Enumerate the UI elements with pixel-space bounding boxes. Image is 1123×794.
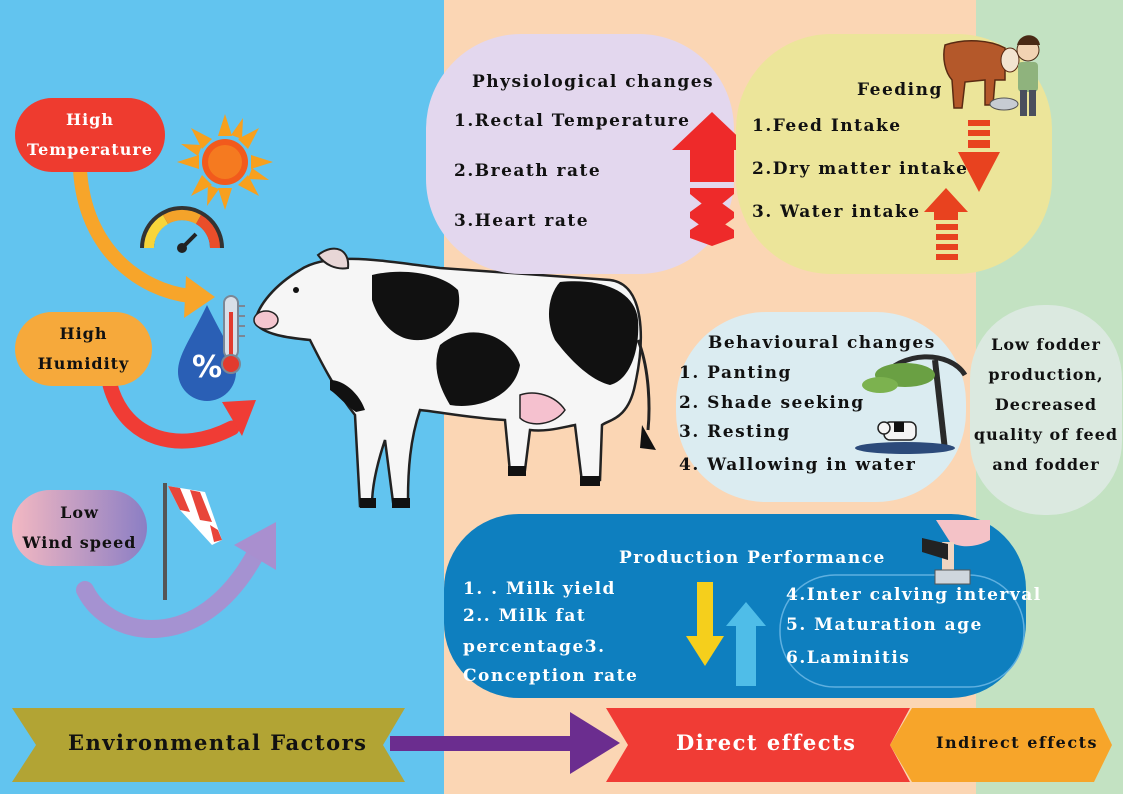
humidity-percent-symbol: % [191, 350, 223, 385]
production-title: Production Performance [619, 548, 886, 568]
tree-with-cow-icon [855, 354, 968, 454]
production-inner-outline [779, 574, 1025, 688]
indirect-effects-label: Indirect effects [936, 733, 1098, 752]
temperature-arrow [73, 163, 197, 303]
milking-hand-icon [922, 520, 990, 585]
high-humidity-line1: High [59, 324, 108, 343]
env-factors-banner [12, 708, 405, 782]
high-humidity-line2: Humidity [37, 354, 130, 373]
fodder-text: Low fodder production, Decreased quality… [970, 330, 1122, 480]
physio-item-rectal-temperature: 1.Rectal Temperature [454, 111, 691, 131]
water-drop-icon [178, 305, 236, 401]
low-wind-line2: Wind speed [22, 533, 137, 552]
wind-arrowhead [234, 522, 276, 570]
farmer-feeding-cow-icon [943, 35, 1040, 116]
fodder-line-3: Decreased [994, 395, 1098, 414]
production-right-2: 5. Maturation age [786, 615, 983, 635]
production-right-1: 4.Inter calving interval [786, 585, 1042, 605]
feeding-item-water-intake: 3. Water intake [752, 202, 921, 222]
feeding-item-dry-matter: 2.Dry matter intake [752, 159, 969, 179]
feeding-item-feed-intake: 1.Feed Intake [752, 116, 902, 136]
high-temperature-badge: High Temperature [15, 98, 165, 172]
behaviour-item-shade-seeking: 2. Shade seeking [679, 393, 865, 413]
humidity-arrowhead [222, 400, 256, 436]
behavioural-title: Behavioural changes [708, 333, 936, 353]
feeding-title: Feeding [857, 80, 943, 100]
behaviour-item-wallowing: 4. Wallowing in water [679, 455, 917, 475]
production-panel-bg [444, 514, 1026, 698]
wind-arrow [76, 546, 264, 638]
production-left-2: 2.. Milk fat [463, 606, 587, 626]
behaviour-item-resting: 3. Resting [679, 422, 791, 442]
sun-icon [177, 114, 273, 210]
low-wind-line1: Low [60, 503, 99, 522]
thermometer-icon [221, 295, 245, 374]
indirect-effects-banner [890, 708, 1112, 782]
high-humidity-badge: High Humidity [15, 312, 152, 386]
production-left-1: 1. . Milk yield [463, 579, 616, 599]
direct-effects-banner [606, 708, 910, 782]
production-right-3: 6.Laminitis [786, 648, 911, 668]
behavioural-bubble-bg [676, 312, 966, 502]
fodder-line-1: Low fodder [991, 335, 1101, 354]
production-left-3: percentage3. [463, 637, 606, 657]
feed-down-arrow-icon [958, 120, 1000, 192]
low-wind-speed-badge: Low Wind speed [12, 490, 147, 566]
physiological-title: Physiological changes [472, 72, 715, 92]
windsock-icon [163, 483, 222, 600]
physiological-bubble-bg [426, 34, 734, 274]
humidity-arrow [102, 377, 240, 449]
production-left-4: Conception rate [463, 666, 639, 686]
high-temperature-line2: Temperature [27, 140, 153, 159]
water-up-arrow-icon [924, 188, 968, 260]
env-factors-label: Environmental Factors [68, 730, 368, 755]
cow-illustration [253, 247, 656, 508]
milk-yield-down-arrow-icon [686, 582, 724, 666]
behaviour-item-panting: 1. Panting [679, 363, 792, 383]
gauge-icon [140, 206, 224, 253]
physio-item-breath-rate: 2.Breath rate [454, 161, 602, 181]
direct-effects-label: Direct effects [676, 730, 857, 755]
fodder-line-5: and fodder [992, 455, 1100, 474]
physio-up-arrow-icon [672, 112, 752, 246]
feeding-bubble-bg [736, 34, 1052, 274]
fodder-bubble-bg [970, 305, 1122, 515]
temperature-arrowhead [184, 276, 215, 318]
calving-interval-up-arrow-icon [726, 602, 766, 686]
flow-arrow-icon [390, 712, 620, 774]
high-temperature-line1: High [65, 110, 114, 129]
physio-item-heart-rate: 3.Heart rate [454, 211, 590, 231]
fodder-line-4: quality of feed [973, 425, 1119, 444]
fodder-line-2: production, [988, 365, 1104, 384]
